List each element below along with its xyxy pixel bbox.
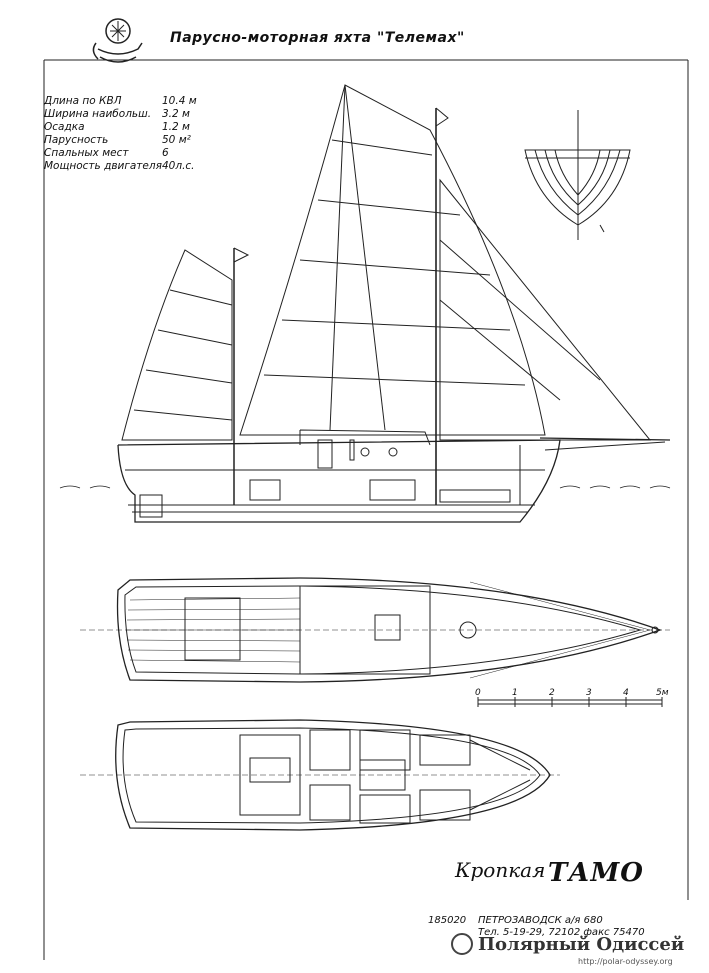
spec-value: 6 [162, 147, 169, 159]
spec-value: 50 м² [162, 134, 191, 146]
spec-value: 40л.с. [162, 160, 195, 172]
spec-row: Спальных мест 6 [44, 147, 212, 160]
spec-label: Осадка [44, 121, 85, 133]
scale-tick-label: 2 [549, 688, 555, 698]
brand-logo: ТАМО [548, 858, 644, 888]
spec-row: Парусность 50 м² [44, 134, 212, 147]
watermark-link[interactable]: http://polar-odyssey.org [578, 957, 673, 966]
watermark-name: Полярный Одиссей [478, 934, 685, 955]
scale-bar [477, 697, 663, 707]
spec-label: Длина по КВЛ [44, 95, 122, 107]
deck-plan-drawing [80, 577, 670, 683]
spec-value: 1.2 м [162, 121, 190, 133]
designer-signature: Кропкая [455, 858, 546, 882]
hull-section-drawing [524, 110, 631, 240]
side-elevation-drawing [59, 84, 671, 523]
spec-table: Длина по КВЛ 10.4 м Ширина наибольш. 3.2… [44, 95, 212, 173]
postal-code: 185020 [428, 915, 467, 926]
spec-row: Ширина наибольш. 3.2 м [44, 108, 212, 121]
spec-value: 3.2 м [162, 108, 190, 120]
scale-tick-label: 1 [512, 688, 518, 698]
drawing-title: Парусно-моторная яхта "Телемах" [170, 30, 465, 46]
phone-numbers: Тел. 5-19-29, 72102 факс 75470 [478, 927, 645, 938]
postal-address: ПЕТРОЗАВОДСК а/я 680 [478, 915, 603, 926]
interior-plan-drawing [80, 719, 560, 831]
spec-value: 10.4 м [162, 95, 197, 107]
scale-tick-label: 5м [656, 688, 669, 698]
scale-tick-label: 3 [586, 688, 592, 698]
spec-label: Спальных мест [44, 147, 129, 159]
logo-emblem-icon [92, 18, 143, 63]
watermark-globe-icon [451, 933, 473, 955]
scale-tick-label: 4 [623, 688, 629, 698]
spec-label: Ширина наибольш. [44, 108, 152, 120]
scale-tick-label: 0 [475, 688, 481, 698]
spec-row: Мощность двигателя 40л.с. [44, 160, 212, 173]
spec-label: Парусность [44, 134, 109, 146]
spec-row: Осадка 1.2 м [44, 121, 212, 134]
spec-label: Мощность двигателя [44, 160, 162, 172]
spec-row: Длина по КВЛ 10.4 м [44, 95, 212, 108]
